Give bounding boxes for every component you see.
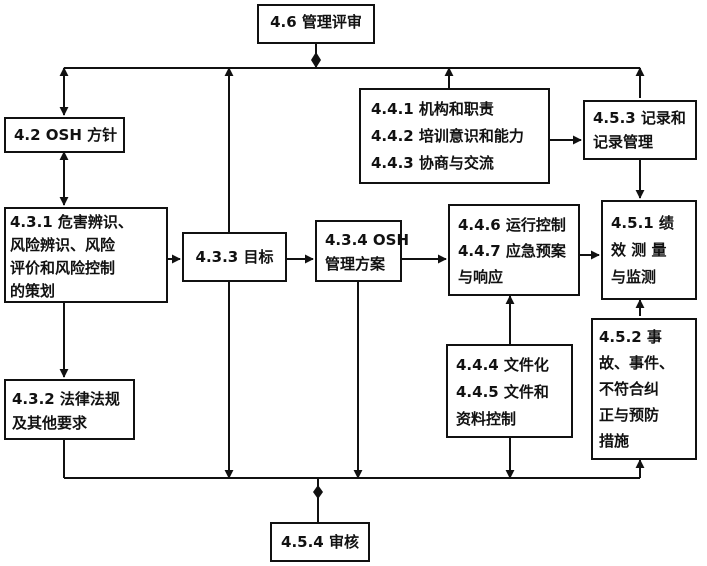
performance-monitoring-line-3: 与监测 bbox=[611, 268, 657, 286]
emergency-preparedness-line-1: 4.4.7 应急预案 bbox=[458, 242, 566, 260]
corrective-action-line-5: 措施 bbox=[599, 432, 630, 450]
legal-requirements-line-1: 4.3.2 法律法规 bbox=[12, 390, 120, 408]
structure-training-communication-box: 4.4.1 机构和职责 4.4.2 培训意识和能力 4.4.3 协商与交流 bbox=[359, 88, 550, 184]
osh-policy-box: 4.2 OSH 方针 bbox=[4, 117, 125, 153]
osh-policy-label: 4.2 OSH 方针 bbox=[14, 126, 118, 144]
hazard-identification-line-4: 的策划 bbox=[10, 282, 56, 300]
audit-junction-diamond bbox=[313, 485, 323, 499]
management-review-box: 4.6 管理评审 bbox=[257, 4, 375, 44]
osh-program-line-2: 管理方案 bbox=[325, 255, 386, 273]
operation-emergency-box: 4.4.6 运行控制 4.4.7 应急预案 与响应 bbox=[448, 204, 580, 296]
corrective-action-line-2: 故、事件、 bbox=[599, 354, 675, 372]
document-control-line-1: 4.4.5 文件和 bbox=[456, 383, 549, 401]
hazard-identification-line-2: 风险辨识、风险 bbox=[10, 236, 116, 254]
legal-requirements-box: 4.3.2 法律法规 及其他要求 bbox=[4, 379, 135, 440]
documentation-control-box: 4.4.4 文件化 4.4.5 文件和 资料控制 bbox=[446, 344, 573, 438]
records-management-box: 4.5.3 记录和 记录管理 bbox=[583, 100, 697, 160]
objectives-box: 4.3.3 目标 bbox=[182, 232, 287, 282]
consultation-communication-line: 4.4.3 协商与交流 bbox=[371, 154, 494, 172]
document-control-line-2: 资料控制 bbox=[456, 410, 517, 428]
corrective-action-line-3: 不符合纠 bbox=[599, 380, 660, 398]
documentation-line: 4.4.4 文件化 bbox=[456, 356, 549, 374]
operation-control-line: 4.4.6 运行控制 bbox=[458, 216, 566, 234]
structure-responsibility-line: 4.4.1 机构和职责 bbox=[371, 100, 494, 118]
legal-requirements-line-2: 及其他要求 bbox=[12, 414, 88, 432]
performance-monitoring-line-2: 效 测 量 bbox=[611, 241, 667, 259]
hazard-identification-line-1: 4.3.1 危害辨识、 bbox=[10, 213, 133, 231]
records-line-2: 记录管理 bbox=[593, 133, 654, 151]
training-awareness-line: 4.4.2 培训意识和能力 bbox=[371, 127, 524, 145]
management-review-label: 4.6 管理评审 bbox=[270, 13, 362, 31]
audit-label: 4.5.4 审核 bbox=[281, 533, 359, 551]
hazard-identification-box: 4.3.1 危害辨识、 风险辨识、风险 评价和风险控制 的策划 bbox=[4, 207, 168, 303]
osh-program-line-1: 4.3.4 OSH bbox=[325, 231, 410, 249]
accident-corrective-action-box: 4.5.2 事 故、事件、 不符合纠 正与预防 措施 bbox=[591, 318, 697, 460]
audit-box: 4.5.4 审核 bbox=[270, 522, 370, 562]
records-line-1: 4.5.3 记录和 bbox=[593, 109, 686, 127]
corrective-action-line-4: 正与预防 bbox=[599, 406, 660, 424]
performance-monitoring-line-1: 4.5.1 绩 bbox=[611, 214, 674, 232]
objectives-label: 4.3.3 目标 bbox=[195, 248, 274, 266]
hazard-identification-line-3: 评价和风险控制 bbox=[10, 259, 116, 277]
review-junction-diamond bbox=[311, 52, 321, 68]
performance-monitoring-box: 4.5.1 绩 效 测 量 与监测 bbox=[601, 200, 697, 300]
emergency-preparedness-line-2: 与响应 bbox=[458, 268, 504, 286]
corrective-action-line-1: 4.5.2 事 bbox=[599, 328, 662, 346]
osh-management-program-box: 4.3.4 OSH 管理方案 bbox=[315, 220, 410, 282]
